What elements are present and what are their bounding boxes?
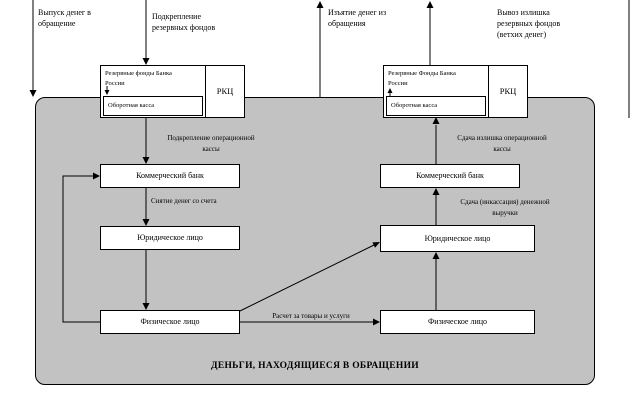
right-commercial-bank-box: Коммерческий банк <box>380 164 520 188</box>
label-money-issue: Выпуск денег в обращение <box>38 8 91 29</box>
rkc-left-working-cash-box: Оборотная касса <box>103 96 203 116</box>
rkc-right-box: Резервные Фонды Банка России РКЦ Оборотн… <box>383 65 528 118</box>
circulation-title: ДЕНЬГИ, НАХОДЯЩИЕСЯ В ОБРАЩЕНИИ <box>211 361 419 371</box>
left-commercial-bank-box: Коммерческий банк <box>100 164 240 188</box>
label-account-withdrawal: Снятие денег со счета <box>151 197 217 205</box>
rkc-left-box: Резервные фонды Банка России РКЦ Оборотн… <box>100 65 245 118</box>
rkc-left-reserve-funds-label: Резервные фонды Банка России <box>105 70 172 87</box>
rkc-right-working-cash-box: Оборотная касса <box>386 96 486 116</box>
rkc-right-title: РКЦ <box>488 66 527 117</box>
label-money-withdrawal: Изъятие денег из обращения <box>328 8 387 29</box>
label-cash-collection: Сдача (инкассация) денежной выручки <box>460 198 550 217</box>
label-export-excess: Вывоз излишка резервных фондов (ветхих д… <box>497 8 561 40</box>
label-operational-cash-reinforcement: Подкрепление операционной кассы <box>167 134 255 153</box>
right-individual-box: Физическое лицо <box>380 310 535 334</box>
left-individual-box: Физическое лицо <box>100 310 240 334</box>
right-legal-entity-box: Юридическое лицо <box>380 225 535 252</box>
rkc-left-title: РКЦ <box>205 66 244 117</box>
label-operational-cash-surrender: Сдача излишка операционной кассы <box>457 134 547 153</box>
left-legal-entity-box: Юридическое лицо <box>100 226 240 250</box>
label-goods-payment: Расчет за товары и услуги <box>272 312 350 320</box>
rkc-right-reserve-funds-label: Резервные Фонды Банка России <box>388 70 456 87</box>
label-reserve-reinforcement: Подкрепление резервных фондов <box>152 12 216 33</box>
